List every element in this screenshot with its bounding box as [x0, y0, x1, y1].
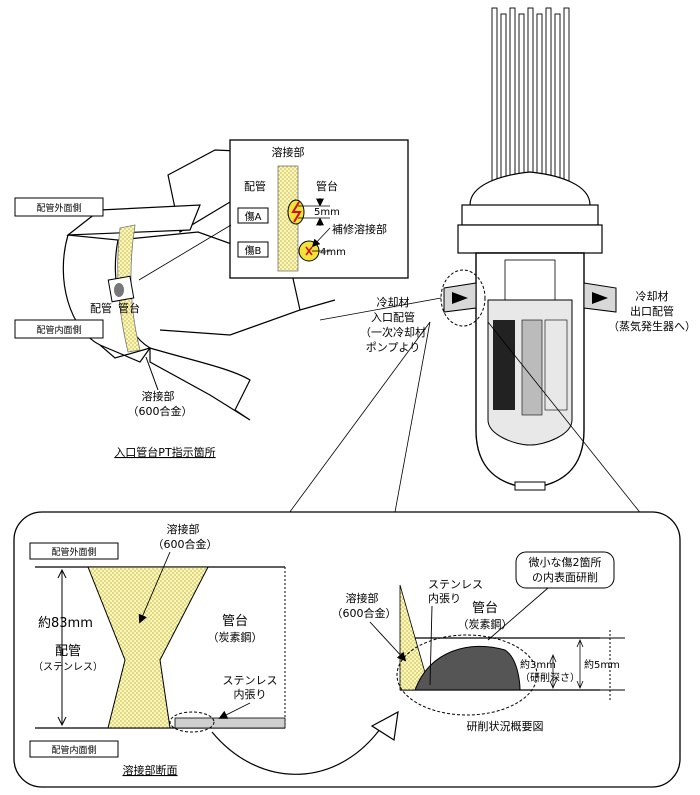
cs-liner-label-2: 内張り — [234, 687, 267, 701]
cs-weld-arrow — [138, 551, 171, 624]
control-rod-drive — [536, 13, 543, 184]
outlet-label-2: 出口配管 — [630, 304, 674, 318]
cs-pipe-material-label: （ステンレス） — [33, 661, 103, 673]
callout-line-right — [487, 321, 651, 526]
cs-caption: 溶接部断面 — [123, 763, 178, 777]
grinding-callout-2: の内表面研削 — [532, 570, 598, 584]
flaw-b-label: 傷B — [245, 244, 262, 257]
flaw-b-dimension: 4mm — [320, 247, 346, 258]
control-rod-drive — [518, 13, 525, 184]
inner-side-label-box — [14, 319, 104, 339]
gd-depth-label: 約3mm — [520, 658, 556, 671]
gd-liner-leader — [429, 605, 433, 686]
cs-pipe-label: 配管 — [55, 644, 81, 659]
outer-side-label-box — [14, 197, 104, 217]
inlet-label-2: 入口配管 — [371, 310, 415, 324]
inlet-label-1: 冷却材 — [377, 295, 410, 309]
grinding-callout-leader — [487, 587, 549, 641]
cs-outer-side-label: 配管外面側 — [51, 546, 96, 558]
detail-flow-arrow — [211, 721, 386, 775]
pipe-diagram-caption: 入口管台PT指示箇所 — [114, 445, 215, 459]
control-rod-drive — [509, 7, 516, 184]
inlet-label-3: （一次冷却材 — [360, 325, 426, 339]
cs-liner-arrow — [218, 702, 251, 719]
inset-weld-label: 溶接部 — [272, 145, 305, 159]
gd-depth-note: （研削深さ） — [520, 671, 580, 684]
control-rod-drive — [545, 7, 552, 184]
callout-line-left — [277, 321, 431, 529]
outlet-label-1: 冷却材 — [636, 289, 669, 303]
weld-alloy-label: （600合金） — [128, 404, 193, 418]
flaw-a-label: 傷A — [245, 210, 262, 223]
weld-leader — [145, 356, 159, 391]
control-rod-drive — [563, 7, 570, 184]
inset-pipe-label: 配管 — [244, 179, 266, 193]
gd-liner-label-2: 内張り — [428, 591, 461, 605]
gd-weld-arrow — [369, 621, 407, 662]
callout-line-mid — [394, 321, 431, 513]
weld-cross-section — [35, 566, 286, 733]
inset-detail — [138, 139, 409, 281]
gd-weld-alloy-label: （600合金） — [332, 606, 397, 620]
gd-nozzle-material-label: （炭素鋼） — [458, 617, 513, 631]
inner-side-label: 配管内面側 — [36, 324, 81, 336]
grinding-detail — [396, 584, 625, 716]
gd-thickness-label: 約5mm — [584, 658, 620, 671]
cs-thickness-label: 約83mm — [38, 616, 93, 631]
cs-nozzle-label: 管台 — [222, 614, 248, 629]
weld-label: 溶接部 — [142, 389, 175, 403]
grinding-callout-box — [515, 551, 615, 589]
control-rod-drive — [554, 13, 561, 184]
nozzle-label: 管台 — [118, 301, 140, 315]
reactor-vessel — [319, 7, 617, 491]
repair-weld-label: 補修溶接部 — [332, 222, 387, 236]
detail-flow-arrowhead — [370, 710, 399, 742]
cs-weld-label: 溶接部 — [167, 522, 200, 536]
inlet-label-4: ポンプより — [366, 341, 420, 354]
outer-side-label: 配管外面側 — [36, 202, 81, 214]
gd-weld-label: 溶接部 — [346, 591, 379, 605]
cs-liner-label-1: ステンレス — [223, 674, 278, 687]
gd-liner-label-1: ステンレス — [428, 578, 483, 591]
gd-nozzle-label: 管台 — [472, 601, 498, 616]
inset-nozzle-label: 管台 — [316, 179, 338, 193]
cs-outer-side-box — [29, 542, 119, 560]
control-rod-drive — [527, 7, 534, 184]
cs-inner-side-box — [29, 740, 119, 758]
control-rod-drive — [500, 13, 507, 184]
outlet-label-3: （蒸気発生器へ） — [608, 319, 696, 333]
flaw-a-dimension: 5mm — [314, 207, 340, 218]
grinding-callout-1: 微小な傷2箇所 — [529, 555, 602, 569]
cs-nozzle-material-label: （炭素鋼） — [208, 630, 263, 644]
gd-caption: 研削状況概要図 — [467, 719, 544, 733]
cs-inner-side-label: 配管内面側 — [51, 744, 96, 756]
pipe-label: 配管 — [90, 301, 112, 315]
cs-weld-alloy-label: （600合金） — [153, 537, 218, 551]
control-rod-drive — [491, 7, 498, 184]
